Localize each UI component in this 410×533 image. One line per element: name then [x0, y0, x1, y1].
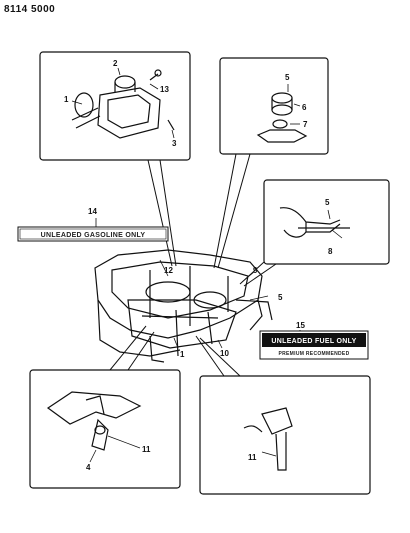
main-callout-leaders: [95, 218, 301, 349]
decal-unleaded-gasoline: UNLEADED GASOLINE ONLY: [17, 226, 169, 242]
part-number: 8114 5000: [4, 4, 56, 15]
callout-6: 6: [302, 103, 307, 112]
callout-9: 9: [253, 266, 258, 275]
callout-8: 8: [328, 247, 333, 256]
callout-11-right: 11: [248, 453, 257, 462]
detail-box-mounting: [29, 369, 181, 489]
callout-5-main: 5: [278, 293, 283, 302]
callout-10: 10: [220, 349, 229, 358]
decal-unleaded-fuel-premium: UNLEADED FUEL ONLY PREMIUM RECOMMENDED: [259, 330, 369, 360]
callout-1-top: 1: [64, 95, 69, 104]
callout-3: 3: [172, 139, 177, 148]
callout-15: 15: [296, 321, 305, 330]
callout-2: 2: [113, 59, 118, 68]
callout-5-top: 5: [285, 73, 290, 82]
callout-5-mid: 5: [325, 198, 330, 207]
decal-unleaded-fuel-text: UNLEADED FUEL ONLY: [271, 338, 356, 345]
callout-12: 12: [164, 266, 173, 275]
detail-box-fuel-cap: [219, 57, 329, 155]
pointer-lines: [109, 153, 277, 377]
callout-14: 14: [88, 207, 97, 216]
callout-13: 13: [160, 85, 169, 94]
callout-11-left: 11: [142, 445, 151, 454]
vehicle-rear-body: [94, 249, 273, 363]
detail-box-shield: [199, 375, 371, 495]
callout-1-main: 1: [180, 350, 185, 359]
decal-premium-text: PREMIUM RECOMMENDED: [279, 351, 350, 357]
decal-unleaded-gasoline-text: UNLEADED GASOLINE ONLY: [41, 232, 146, 239]
callout-4: 4: [86, 463, 91, 472]
callout-numbers: 1 2 13 3 5 6 7 5 8 14 12 9 5 1 10 15 11 …: [64, 59, 333, 472]
detail-box-bracket: [263, 179, 390, 265]
detail-box-filler-housing: [39, 51, 191, 161]
callout-7: 7: [303, 120, 308, 129]
